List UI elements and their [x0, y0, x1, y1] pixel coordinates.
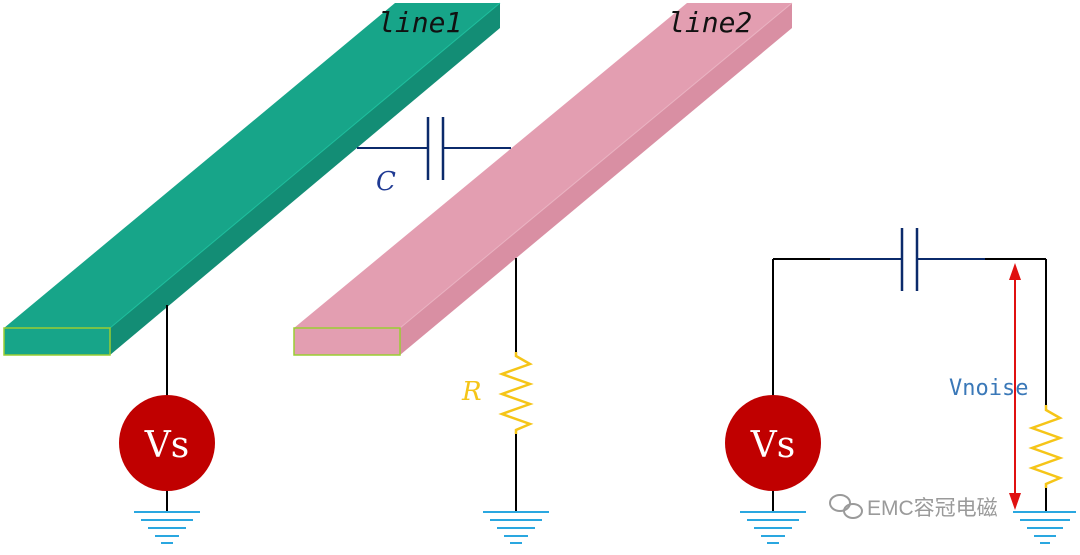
ground-right-1 [740, 511, 806, 544]
voltage-source-right-circle [725, 395, 821, 491]
line2-side-face [400, 3, 792, 355]
line2-end-face [293, 327, 401, 356]
coupling-capacitor [357, 117, 511, 180]
line1-side-face [110, 3, 500, 355]
vnoise-arrow [1009, 263, 1021, 510]
voltage-source-right: Vs [725, 395, 821, 491]
wechat-icon [829, 494, 863, 519]
voltage-source-left: Vs [119, 395, 215, 491]
line2-top-face [294, 3, 792, 328]
line1-label: line1 [378, 6, 462, 39]
ground-right-2 [1013, 511, 1076, 544]
line1-trace [3, 2, 501, 356]
voltage-source-right-label: Vs [750, 425, 795, 466]
resistor-left [498, 352, 534, 434]
line1-top-face [4, 3, 500, 328]
resistor-label: R [461, 377, 482, 407]
vnoise-label: Vnoise [949, 376, 1028, 401]
line2-label: line2 [668, 6, 752, 39]
ground-left-1 [134, 511, 200, 544]
line1-end-face [3, 327, 111, 356]
voltage-source-left-label: Vs [144, 425, 189, 466]
watermark-text: EMC容冠电磁 [867, 497, 998, 520]
voltage-source-left-circle [119, 395, 215, 491]
equivalent-circuit [772, 228, 1064, 512]
line2-trace [293, 2, 793, 356]
ground-left-2 [483, 511, 549, 544]
watermark: EMC容冠电磁 [829, 494, 998, 520]
capacitor-label: C [376, 167, 396, 197]
resistor-right [1028, 405, 1064, 488]
